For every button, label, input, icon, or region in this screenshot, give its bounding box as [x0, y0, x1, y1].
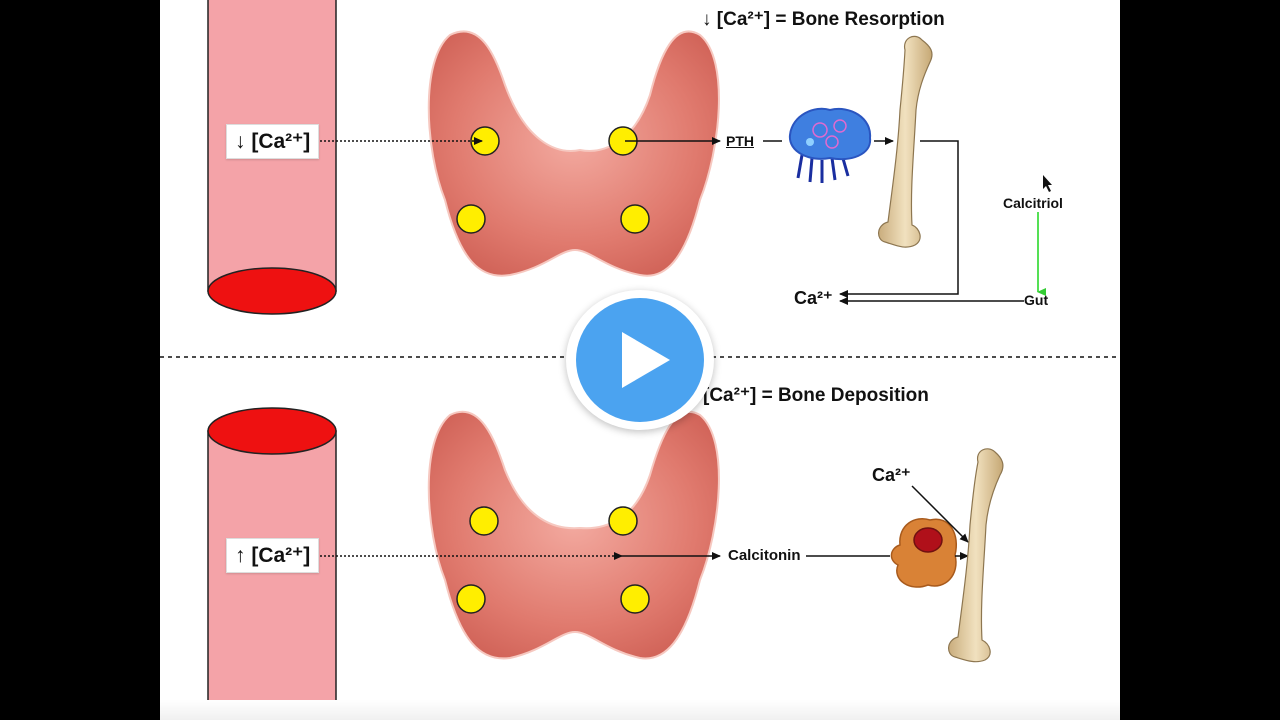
calcium-release-label: Ca²⁺ — [794, 288, 833, 308]
play-icon — [622, 332, 670, 388]
thyroid-gland-top — [427, 30, 720, 277]
diagram-canvas: ↓ [Ca²⁺] = Bone Resorption ↓ [Ca²⁺] PTH … — [160, 0, 1120, 720]
osteoclast-cell — [788, 107, 872, 183]
parathyroid-glands-top — [456, 126, 650, 234]
calcitonin-label: Calcitonin — [728, 547, 801, 564]
blood-vessel-bottom — [207, 407, 337, 720]
gut-label: Gut — [1024, 292, 1049, 308]
high-calcium-label: ↑ [Ca²⁺] — [226, 538, 320, 573]
thyroid-gland-bottom — [427, 410, 720, 660]
down-arrow-icon: ↓ — [702, 9, 712, 30]
calcitriol-label: Calcitriol — [1003, 195, 1063, 211]
bone-to-blood-line — [839, 140, 959, 298]
arrow-calcium-to-bone — [911, 485, 969, 543]
top-heading: ↓ [Ca²⁺] = Bone Resorption — [702, 8, 945, 31]
low-calcium-label: ↓ [Ca²⁺] — [226, 124, 320, 159]
calcium-deposit-label: Ca²⁺ — [872, 465, 911, 485]
play-button-circle — [576, 298, 704, 422]
pth-label: PTH — [726, 133, 754, 149]
femur-top — [878, 35, 933, 248]
play-button[interactable] — [566, 290, 714, 430]
osteoblast-cell — [890, 518, 957, 588]
bottom-heading-text: [Ca²⁺] = Bone Deposition — [703, 385, 929, 406]
femur-bottom — [948, 448, 1004, 663]
top-heading-text: [Ca²⁺] = Bone Resorption — [716, 9, 945, 30]
bottom-heading: [Ca²⁺] = Bone Deposition — [703, 384, 929, 407]
bottom-bar — [160, 700, 1120, 720]
mouse-cursor-icon — [1043, 175, 1052, 192]
parathyroid-glands-bottom — [456, 506, 650, 614]
